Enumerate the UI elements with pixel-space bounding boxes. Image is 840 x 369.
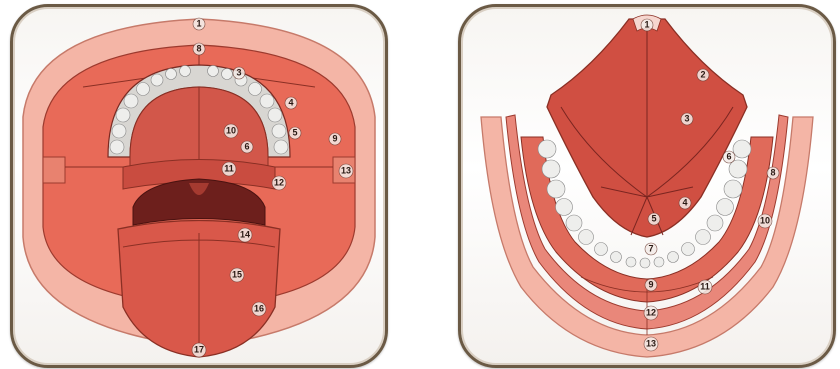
label-17: 17	[194, 344, 204, 354]
lower-jaw-diagram: 1 2 3 4 5 6 7 8 9 10 11	[461, 7, 833, 365]
label-15: 15	[232, 269, 242, 279]
palate-diagram: 1 8 3 4 5 6 10 9 11 12 13	[13, 7, 385, 365]
label-16: 16	[254, 303, 264, 313]
label-8: 8	[770, 167, 775, 177]
label-10: 10	[226, 125, 236, 135]
label-11: 11	[224, 163, 234, 173]
label-5: 5	[292, 127, 297, 137]
label-1: 1	[644, 19, 649, 29]
label-4: 4	[682, 197, 687, 207]
label-8: 8	[196, 43, 201, 53]
label-9: 9	[332, 133, 337, 143]
label-1: 1	[196, 18, 201, 28]
label-2: 2	[700, 69, 705, 79]
upper-palate-tongue-panel: 1 8 3 4 5 6 10 9 11 12 13	[10, 4, 388, 368]
left-cheek-notch	[43, 157, 65, 183]
label-6: 6	[726, 151, 731, 161]
label-5: 5	[651, 213, 656, 223]
label-13: 13	[646, 338, 656, 348]
label-10: 10	[760, 215, 770, 225]
label-9: 9	[648, 279, 653, 289]
label-14: 14	[240, 229, 250, 239]
label-7: 7	[648, 243, 653, 253]
label-4: 4	[288, 97, 293, 107]
label-13: 13	[341, 165, 351, 175]
label-6: 6	[244, 141, 249, 151]
label-12: 12	[274, 177, 284, 187]
lower-jaw-panel: 1 2 3 4 5 6 7 8 9 10 11	[458, 4, 836, 368]
label-3: 3	[236, 67, 241, 77]
label-3: 3	[684, 113, 689, 123]
label-12: 12	[646, 307, 656, 317]
label-11: 11	[700, 281, 710, 291]
